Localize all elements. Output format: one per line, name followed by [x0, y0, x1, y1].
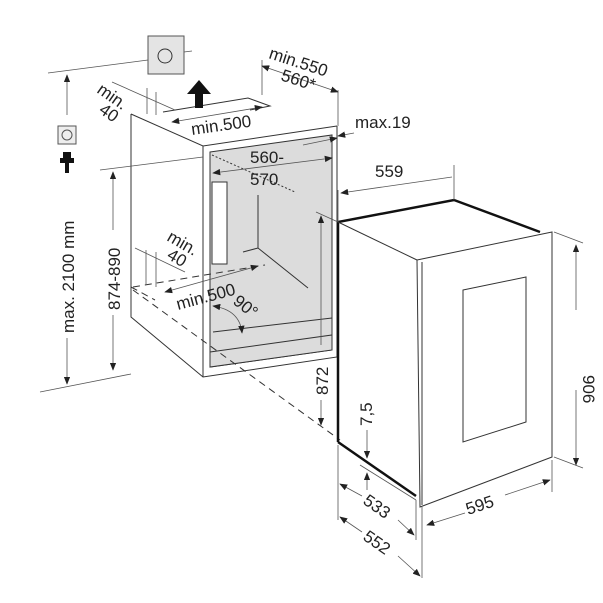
label-width-a: 560-	[250, 148, 284, 167]
bottom-gap-dimension: min. 40	[134, 227, 201, 287]
label-width-559: 559	[375, 162, 403, 181]
wine-fridge	[336, 198, 553, 508]
label-max-height: max. 2100 mm	[59, 221, 78, 333]
label-depth-552: 552	[360, 527, 394, 559]
label-height-872: 872	[313, 367, 332, 395]
plug-icon	[60, 152, 74, 173]
label-niche-height: 874-890	[105, 248, 124, 310]
top-gap-dimension: min. 40	[94, 80, 176, 126]
wall-socket-icon	[47, 35, 193, 75]
power-socket-icon	[57, 125, 77, 145]
niche-height-dimension: 874-890	[99, 156, 204, 371]
depth-dimension: min.550 560*	[261, 44, 339, 126]
niche-cabinet	[130, 97, 338, 378]
label-width-595: 595	[463, 492, 496, 519]
label-top-vent: min.500	[190, 112, 253, 139]
label-width-b: 570	[250, 170, 278, 189]
label-height-906: 906	[579, 375, 598, 403]
max-height-dimension: max. 2100 mm	[39, 74, 132, 393]
airflow-arrow-icon	[187, 80, 211, 108]
label-gap-75: 7,5	[357, 402, 376, 426]
label-side-max: max.19	[355, 113, 411, 132]
label-depth-533: 533	[360, 491, 394, 523]
